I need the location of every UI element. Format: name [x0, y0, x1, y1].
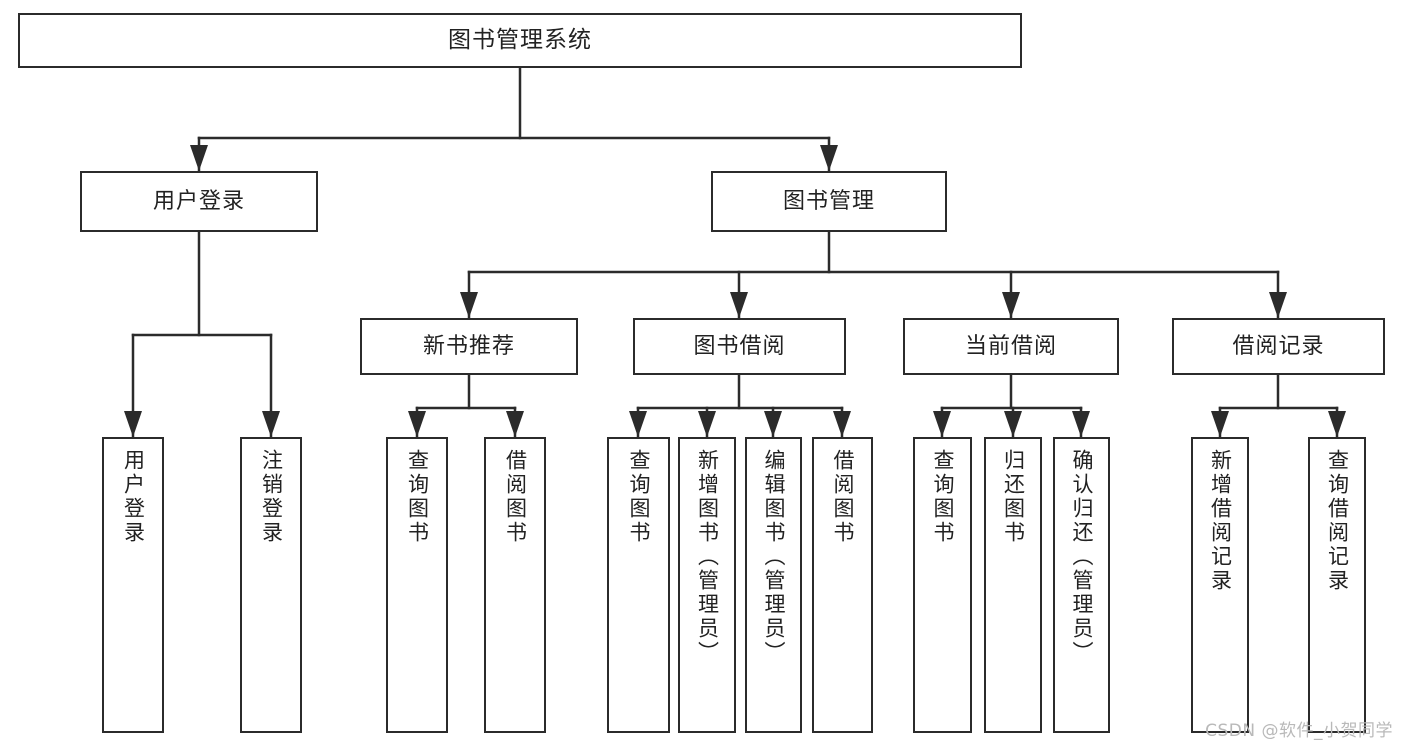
edge-arrowhead-book-borrow-to-leaves-2	[764, 411, 782, 437]
node-label: 编辑图书（管理员）	[762, 449, 787, 665]
node-root-book-management-system[interactable]: 图书管理系统	[18, 13, 1022, 68]
node-leaf-borrow-book-recommend[interactable]: 借阅图书	[484, 437, 546, 733]
edge-arrowhead-root-to-level2-0	[190, 145, 208, 171]
node-leaf-user-login[interactable]: 用户登录	[102, 437, 164, 733]
edge-arrowhead-new-book-recommend-to-leaves-0	[408, 411, 426, 437]
node-leaf-edit-book-admin[interactable]: 编辑图书（管理员）	[745, 437, 802, 733]
node-label: 图书借阅	[693, 333, 786, 359]
node-book-borrow[interactable]: 图书借阅	[633, 318, 846, 375]
node-label: 查询图书	[627, 449, 652, 545]
node-current-borrow[interactable]: 当前借阅	[903, 318, 1119, 375]
node-label: 用户登录	[121, 449, 146, 545]
edge-arrowhead-book-borrow-to-leaves-3	[833, 411, 851, 437]
node-leaf-return-book[interactable]: 归还图书	[984, 437, 1042, 733]
node-book-management[interactable]: 图书管理	[711, 171, 947, 232]
node-label: 借阅图书	[831, 449, 856, 545]
node-user-login[interactable]: 用户登录	[80, 171, 318, 232]
edge-arrowhead-book-management-to-level3-3	[1269, 292, 1287, 318]
node-label: 当前借阅	[964, 333, 1057, 359]
node-label: 新书推荐	[422, 333, 515, 359]
node-label: 确认归还（管理员）	[1070, 449, 1095, 665]
csdn-watermark: CSDN @软件_小贺同学	[1205, 721, 1393, 741]
edge-arrowhead-current-borrow-to-leaves-0	[933, 411, 951, 437]
edge-arrowhead-book-management-to-level3-0	[460, 292, 478, 318]
node-label: 用户登录	[152, 188, 245, 214]
edge-arrowhead-book-management-to-level3-2	[1002, 292, 1020, 318]
node-leaf-query-borrow-record[interactable]: 查询借阅记录	[1308, 437, 1366, 733]
edge-arrowhead-book-management-to-level3-1	[730, 292, 748, 318]
node-leaf-query-book-current[interactable]: 查询图书	[913, 437, 972, 733]
edge-arrowhead-current-borrow-to-leaves-2	[1072, 411, 1090, 437]
node-label: 图书管理系统	[448, 27, 592, 54]
edge-arrowhead-user-login-to-leaves-1	[262, 411, 280, 437]
node-label: 归还图书	[1001, 449, 1026, 545]
edge-arrowhead-book-borrow-to-leaves-1	[698, 411, 716, 437]
node-label: 查询图书	[931, 449, 956, 545]
node-label: 新增图书（管理员）	[695, 449, 720, 665]
node-label: 图书管理	[782, 188, 875, 214]
node-leaf-add-borrow-record[interactable]: 新增借阅记录	[1191, 437, 1249, 733]
edge-arrowhead-book-borrow-to-leaves-0	[629, 411, 647, 437]
node-label: 查询图书	[405, 449, 430, 545]
edge-arrowhead-user-login-to-leaves-0	[124, 411, 142, 437]
node-borrow-record[interactable]: 借阅记录	[1172, 318, 1385, 375]
edge-arrowhead-new-book-recommend-to-leaves-1	[506, 411, 524, 437]
node-leaf-add-book-admin[interactable]: 新增图书（管理员）	[678, 437, 736, 733]
node-leaf-confirm-return-admin[interactable]: 确认归还（管理员）	[1053, 437, 1110, 733]
edge-arrowhead-current-borrow-to-leaves-1	[1004, 411, 1022, 437]
node-label: 新增借阅记录	[1208, 449, 1233, 593]
node-leaf-borrow-book[interactable]: 借阅图书	[812, 437, 873, 733]
node-leaf-query-book-recommend[interactable]: 查询图书	[386, 437, 448, 733]
node-new-book-recommend[interactable]: 新书推荐	[360, 318, 578, 375]
node-leaf-logout-login[interactable]: 注销登录	[240, 437, 302, 733]
node-label: 注销登录	[259, 449, 284, 545]
edge-arrowhead-borrow-record-to-leaves-1	[1328, 411, 1346, 437]
node-label: 借阅记录	[1232, 333, 1325, 359]
node-label: 借阅图书	[503, 449, 528, 545]
edge-arrowhead-root-to-level2-1	[820, 145, 838, 171]
edge-arrowhead-borrow-record-to-leaves-0	[1211, 411, 1229, 437]
node-leaf-query-book-borrow[interactable]: 查询图书	[607, 437, 670, 733]
node-label: 查询借阅记录	[1325, 449, 1350, 593]
